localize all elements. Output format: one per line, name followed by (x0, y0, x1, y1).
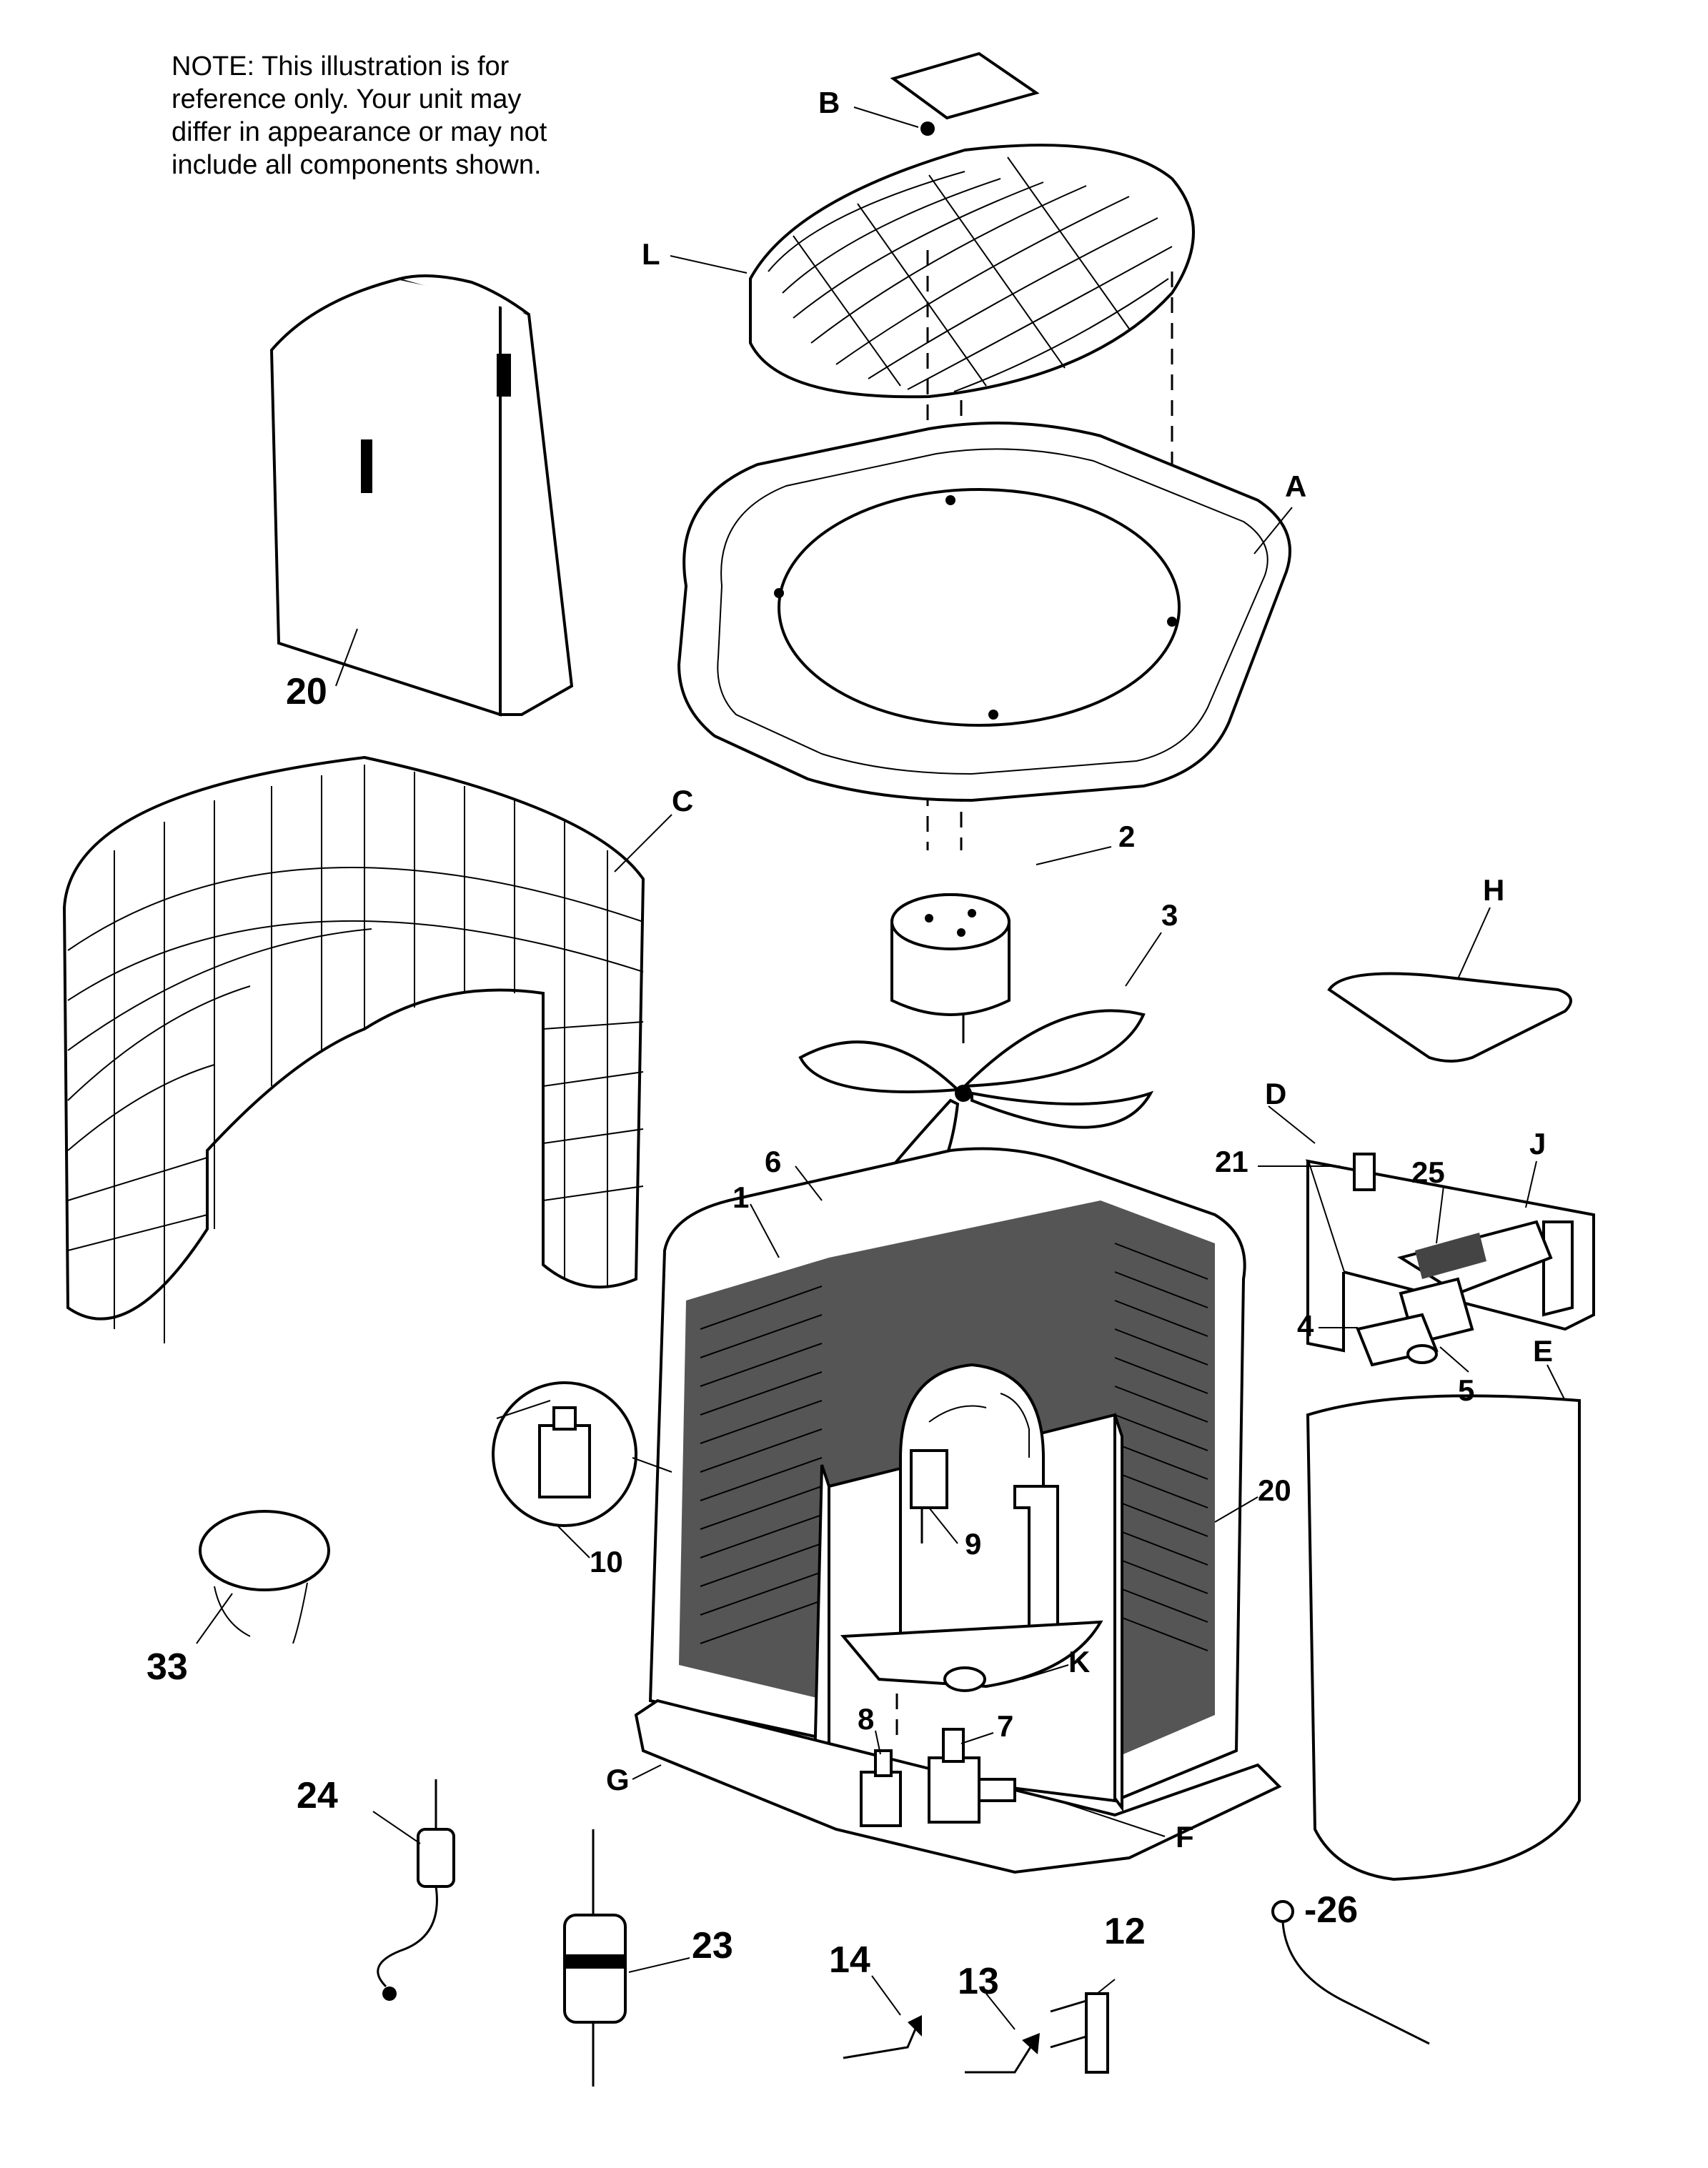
callout-1: 1 (733, 1180, 749, 1214)
callout-h: H (1483, 873, 1504, 907)
callout-23: 23 (692, 1925, 733, 1966)
callout-labels: B L A C 2 3 H D 6 1 21 25 J 4 5 E 20 9 1… (147, 86, 1553, 2002)
callout-25: 25 (1411, 1155, 1445, 1189)
fan-grille (749, 144, 1195, 399)
reference-note: NOTE: This illustration is for reference… (172, 50, 629, 182)
callout-13: 13 (958, 1961, 999, 2002)
callout-33: 33 (147, 1646, 188, 1688)
filter-item (199, 1510, 330, 1644)
part-26 (1271, 1900, 1430, 2045)
callout-9: 9 (965, 1527, 981, 1561)
callout-b: B (818, 86, 840, 119)
control-partition (840, 1620, 1103, 1736)
callout-24: 24 (297, 1775, 338, 1816)
callout-f: F (1176, 1820, 1194, 1854)
note-line-1: NOTE: This illustration is for (172, 51, 510, 81)
callout-a: A (1285, 469, 1306, 503)
callout-10: 10 (590, 1545, 623, 1578)
callout-e: E (1533, 1334, 1553, 1368)
callout-20-panel: 20 (286, 671, 327, 712)
callout-20-coil: 20 (1258, 1473, 1291, 1507)
callout-4: 4 (1297, 1309, 1314, 1343)
coil-wire-guard (62, 755, 645, 1343)
callout-l: L (642, 237, 660, 271)
fastener-b (920, 121, 935, 136)
fan-motor (890, 893, 1011, 1043)
callout-5: 5 (1458, 1373, 1474, 1407)
callout-8: 8 (858, 1702, 874, 1736)
callout-2: 2 (1118, 820, 1135, 853)
note-line-4: include all components shown. (172, 150, 542, 180)
control-panel (1306, 1153, 1595, 1367)
callout-k: K (1068, 1645, 1090, 1679)
callout-26: -26 (1304, 1889, 1358, 1931)
callout-3: 3 (1161, 898, 1178, 932)
callout-6: 6 (765, 1145, 781, 1178)
note-line-2: reference only. Your unit may (172, 84, 522, 114)
top-cover-plate (890, 51, 1040, 120)
note-line-3: differ in appearance or may not (172, 117, 547, 147)
fan-orifice-top (677, 422, 1291, 802)
callout-c: C (672, 784, 693, 817)
part-14 (843, 2015, 922, 2059)
top-panel (1327, 972, 1572, 1063)
access-valve-detail (492, 1381, 672, 1527)
filter-drier-23 (563, 1829, 627, 2087)
leader-lines (196, 106, 1566, 2030)
callout-g: G (606, 1763, 630, 1796)
service-valves (860, 1728, 1016, 1827)
callout-d: D (1265, 1077, 1286, 1110)
access-panel (269, 274, 574, 717)
callout-14: 14 (829, 1939, 870, 1981)
callout-7: 7 (997, 1709, 1013, 1743)
callout-21: 21 (1215, 1145, 1248, 1178)
part-12 (1050, 1992, 1109, 2074)
filter-drier-24 (377, 1779, 455, 2001)
compressor (899, 1363, 1059, 1645)
callout-j: J (1529, 1127, 1546, 1160)
part-13 (965, 2033, 1040, 2074)
front-corner-panel (1306, 1394, 1581, 1881)
callout-12: 12 (1104, 1911, 1146, 1952)
